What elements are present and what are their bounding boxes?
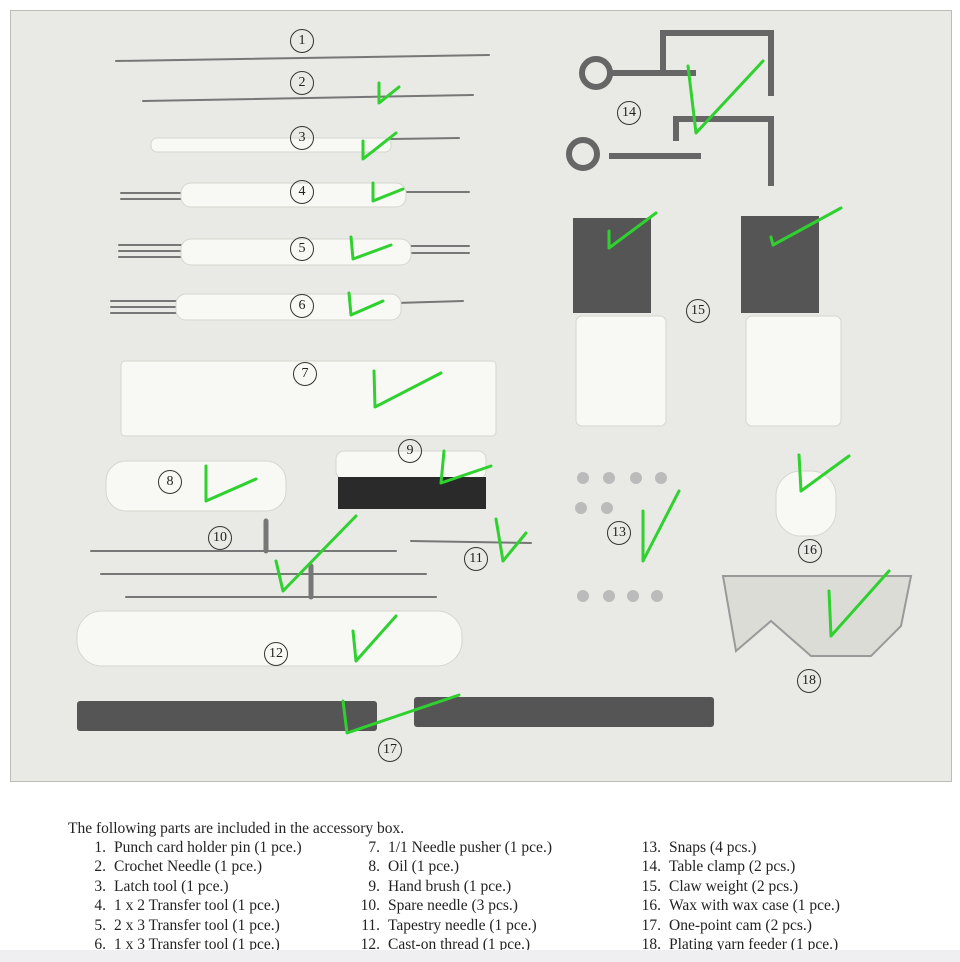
callout-12: 12 <box>264 642 288 666</box>
table-clamp-bottom <box>673 116 774 186</box>
list-item: 12.Cast-on thread (1 pce.) <box>360 935 531 953</box>
list-item: 15.Claw weight (2 pcs.) <box>641 877 799 895</box>
callout-16: 16 <box>798 539 822 563</box>
list-item: 11.Tapestry needle (1 pce.) <box>361 916 537 934</box>
punch-card-pin <box>115 54 490 62</box>
list-item: 6.1 x 3 Transfer tool (1 pce.) <box>94 935 280 953</box>
plating-yarn-feeder <box>721 575 913 657</box>
list-item: 9.Hand brush (1 pce.) <box>368 877 512 895</box>
callout-6: 6 <box>290 294 314 318</box>
wax-case <box>775 470 837 537</box>
callout-18: 18 <box>797 669 821 693</box>
table-clamp-top <box>660 30 774 96</box>
parts-list-col1: 1.Punch card holder pin (1 pce.) 2.Croch… <box>80 838 302 954</box>
one-point-cam-left <box>77 701 377 731</box>
one-point-cam-right <box>414 697 714 727</box>
crochet-needle <box>142 94 474 102</box>
window-bottom-bar <box>0 950 960 962</box>
callout-13: 13 <box>607 521 631 545</box>
callout-9: 9 <box>398 439 422 463</box>
hand-brush <box>338 477 486 509</box>
list-item: 7.1/1 Needle pusher (1 pce.) <box>368 839 552 856</box>
accessory-photo: 1 2 3 4 5 6 7 8 9 10 11 12 13 14 15 16 1… <box>10 10 952 782</box>
list-item: 13.Snaps (4 pcs.) <box>641 839 757 856</box>
transfer-tool-1x3 <box>175 293 402 321</box>
list-item: 3.Latch tool (1 pce.) <box>94 877 229 895</box>
list-item: 5.2 x 3 Transfer tool (1 pce.) <box>94 916 280 934</box>
oil-bottle <box>105 460 287 512</box>
list-item: 18.Plating yarn feeder (1 pce.) <box>641 935 839 953</box>
callout-14: 14 <box>617 101 641 125</box>
callout-17: 17 <box>378 738 402 762</box>
caption-intro: The following parts are included in the … <box>68 820 405 837</box>
parts-list-col2: 7.1/1 Needle pusher (1 pce.) 8.Oil (1 pc… <box>354 838 552 954</box>
list-item: 2.Crochet Needle (1 pce.) <box>94 858 263 876</box>
callout-2: 2 <box>290 71 314 95</box>
callout-7: 7 <box>293 362 317 386</box>
claw-weight-right <box>741 216 819 313</box>
callout-8: 8 <box>158 470 182 494</box>
list-item: 16.Wax with wax case (1 pce.) <box>641 897 840 915</box>
accessory-illustration <box>76 30 913 735</box>
claw-weight-left <box>573 218 651 313</box>
parts-list-col3: 13.Snaps (4 pcs.) 14.Table clamp (2 pcs.… <box>635 838 840 954</box>
list-item: 17.One-point cam (2 pcs.) <box>641 916 812 934</box>
callout-11: 11 <box>464 547 488 571</box>
callout-10: 10 <box>208 526 232 550</box>
check-marks <box>204 59 891 735</box>
list-item: 14.Table clamp (2 pcs.) <box>641 858 796 876</box>
callout-5: 5 <box>290 237 314 261</box>
callout-1: 1 <box>290 29 314 53</box>
callout-3: 3 <box>290 126 314 150</box>
list-item: 10.Spare needle (3 pcs.) <box>360 897 518 915</box>
callout-4: 4 <box>290 180 314 204</box>
list-item: 4.1 x 2 Transfer tool (1 pce.) <box>94 897 280 915</box>
latch-tool <box>150 137 392 153</box>
list-item: 8.Oil (1 pce.) <box>368 858 460 876</box>
list-item: 1.Punch card holder pin (1 pce.) <box>94 839 302 856</box>
callout-15: 15 <box>686 299 710 323</box>
needle-pusher <box>120 360 497 437</box>
